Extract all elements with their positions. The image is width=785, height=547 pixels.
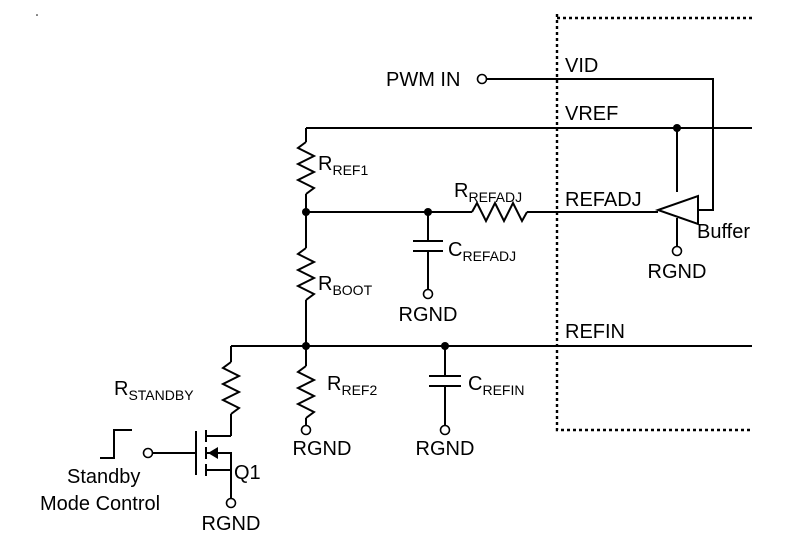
rboot-label: RBOOT	[318, 273, 373, 298]
refadj-label: REFADJ	[565, 189, 642, 211]
pwm-in-terminal	[476, 73, 488, 85]
buffer-label: Buffer	[697, 221, 750, 243]
q1-arrow	[208, 447, 218, 459]
rboot-resistor	[295, 247, 317, 301]
rref2-rgnd-label: RGND	[293, 438, 352, 460]
standby-label-line2: Mode Control	[40, 493, 160, 515]
step-waveform-icon	[100, 429, 132, 459]
ic-boundary	[555, 14, 752, 432]
vid-wire	[486, 78, 714, 211]
refin-label: REFIN	[565, 321, 625, 343]
crefin-rgnd-label: RGND	[416, 438, 475, 460]
rref1-resistor	[295, 141, 317, 195]
buffer-amplifier	[654, 194, 699, 226]
vid-label: VID	[565, 55, 598, 77]
rrefadj-resistor	[471, 200, 528, 224]
rstandby-resistor	[220, 361, 242, 415]
crefadj-rgnd-label: RGND	[399, 304, 458, 326]
standby-input-terminal	[142, 447, 154, 459]
q1-ground-terminal	[225, 497, 237, 509]
rref2-label: RREF2	[327, 373, 377, 398]
crefadj-ground-terminal	[422, 288, 434, 300]
vref-label: VREF	[565, 103, 618, 125]
rref2-resistor	[295, 365, 317, 419]
pwm-in-label: PWM IN	[386, 69, 460, 91]
rref2-ground-terminal	[300, 424, 312, 436]
stray-dot	[36, 14, 38, 16]
standby-label-line1: Standby	[67, 466, 140, 488]
crefin-label: CREFIN	[468, 373, 524, 398]
q1-transistor	[205, 430, 232, 498]
buffer-ground-terminal	[671, 245, 683, 257]
rrefadj-label: RREFADJ	[454, 180, 522, 205]
crefin-ground-terminal	[439, 424, 451, 436]
crefadj-label: CREFADJ	[448, 239, 516, 264]
q1-label: Q1	[234, 462, 261, 484]
buffer-rgnd-label: RGND	[648, 261, 707, 283]
rstandby-label: RSTANDBY	[114, 378, 194, 403]
rref1-label: RREF1	[318, 153, 368, 178]
q1-rgnd-label: RGND	[202, 513, 261, 535]
